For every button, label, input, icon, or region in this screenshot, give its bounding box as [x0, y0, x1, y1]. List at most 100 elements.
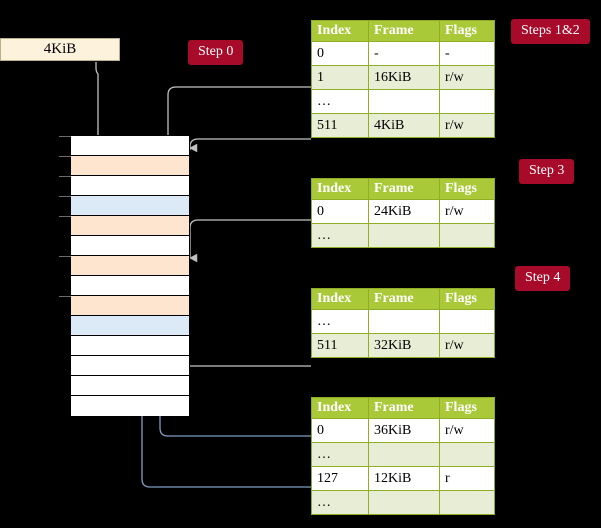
- table-cell: [368, 89, 440, 114]
- badge-step-3: Step 3: [519, 159, 575, 184]
- source-frame-label: 4KiB: [43, 41, 77, 57]
- table-cell: -: [368, 41, 440, 66]
- table-cell: [368, 442, 440, 467]
- badge-step-4-label: Step 4: [525, 270, 561, 285]
- column-header-frame: Frame: [368, 20, 440, 42]
- memory-row-tick: [59, 296, 71, 297]
- memory-row: [59, 156, 189, 176]
- table-cell: [439, 309, 495, 334]
- column-header-index: Index: [311, 20, 369, 42]
- badge-steps-1-2-label: Steps 1&2: [521, 23, 580, 38]
- table-cell: 24KiB: [368, 199, 440, 224]
- memory-row: [59, 256, 189, 276]
- table-row: …: [311, 490, 495, 515]
- table-cell: [368, 490, 440, 515]
- table-cell: -: [439, 41, 495, 66]
- table-cell: …: [311, 309, 369, 334]
- memory-row: [71, 396, 189, 416]
- table-cell: 127: [311, 466, 369, 491]
- memory-row: [71, 336, 189, 356]
- memory-row: [71, 376, 189, 396]
- table-cell: r/w: [439, 65, 495, 90]
- table-cell: 511: [311, 333, 369, 358]
- source-frame-box: 4KiB: [0, 38, 120, 61]
- memory-row: [59, 296, 189, 316]
- table-cell: [439, 490, 495, 515]
- badge-steps-1-2: Steps 1&2: [511, 19, 590, 44]
- table-row: …: [311, 223, 495, 248]
- column-header-flags: Flags: [439, 288, 495, 310]
- table-cell: [439, 223, 495, 248]
- table-cell: 32KiB: [368, 333, 440, 358]
- badge-step-4: Step 4: [515, 266, 571, 291]
- column-header-index: Index: [311, 178, 369, 200]
- badge-step-0: Step 0: [188, 40, 244, 65]
- table-cell: 12KiB: [368, 466, 440, 491]
- column-header-flags: Flags: [439, 20, 495, 42]
- column-header-index: Index: [311, 397, 369, 419]
- memory-row-tick: [59, 176, 71, 177]
- memory-row: [59, 216, 189, 236]
- table-cell: [368, 223, 440, 248]
- column-header-frame: Frame: [368, 178, 440, 200]
- memory-row-tick: [59, 256, 71, 257]
- table-cell: r/w: [439, 113, 495, 138]
- table-cell: …: [311, 442, 369, 467]
- memory-row-tick: [59, 136, 71, 137]
- column-header-index: Index: [311, 288, 369, 310]
- memory-row: [59, 176, 189, 196]
- column-header-frame: Frame: [368, 288, 440, 310]
- table-cell: 0: [311, 418, 369, 443]
- table-row: …: [311, 309, 495, 334]
- memory-row: [71, 236, 189, 256]
- memory-row: [59, 196, 189, 216]
- table-cell: 511: [311, 113, 369, 138]
- memory-row: [59, 136, 189, 156]
- column-header-flags: Flags: [439, 397, 495, 419]
- table-cell: 36KiB: [368, 418, 440, 443]
- table-cell: [368, 309, 440, 334]
- table-row: …: [311, 442, 495, 467]
- table-cell: r/w: [439, 333, 495, 358]
- table-cell: r/w: [439, 418, 495, 443]
- column-header-frame: Frame: [368, 397, 440, 419]
- table-row: …: [311, 89, 495, 114]
- column-header-flags: Flags: [439, 178, 495, 200]
- table-cell: 16KiB: [368, 65, 440, 90]
- table-cell: …: [311, 89, 369, 114]
- badge-step-0-label: Step 0: [198, 44, 234, 59]
- table-cell: 4KiB: [368, 113, 440, 138]
- table-cell: r: [439, 466, 495, 491]
- table-cell: [439, 89, 495, 114]
- badge-step-3-label: Step 3: [529, 163, 565, 178]
- table-cell: r/w: [439, 199, 495, 224]
- table-cell: 0: [311, 199, 369, 224]
- table-cell: …: [311, 490, 369, 515]
- memory-row: [71, 276, 189, 296]
- table-row: 0--: [311, 41, 495, 66]
- memory-row-tick: [59, 156, 71, 157]
- table-cell: 1: [311, 65, 369, 90]
- memory-row: [71, 356, 189, 376]
- memory-row: [71, 316, 189, 336]
- table-cell: …: [311, 223, 369, 248]
- table-cell: [439, 442, 495, 467]
- table-cell: 0: [311, 41, 369, 66]
- memory-row-tick: [59, 196, 71, 197]
- memory-row-tick: [59, 216, 71, 217]
